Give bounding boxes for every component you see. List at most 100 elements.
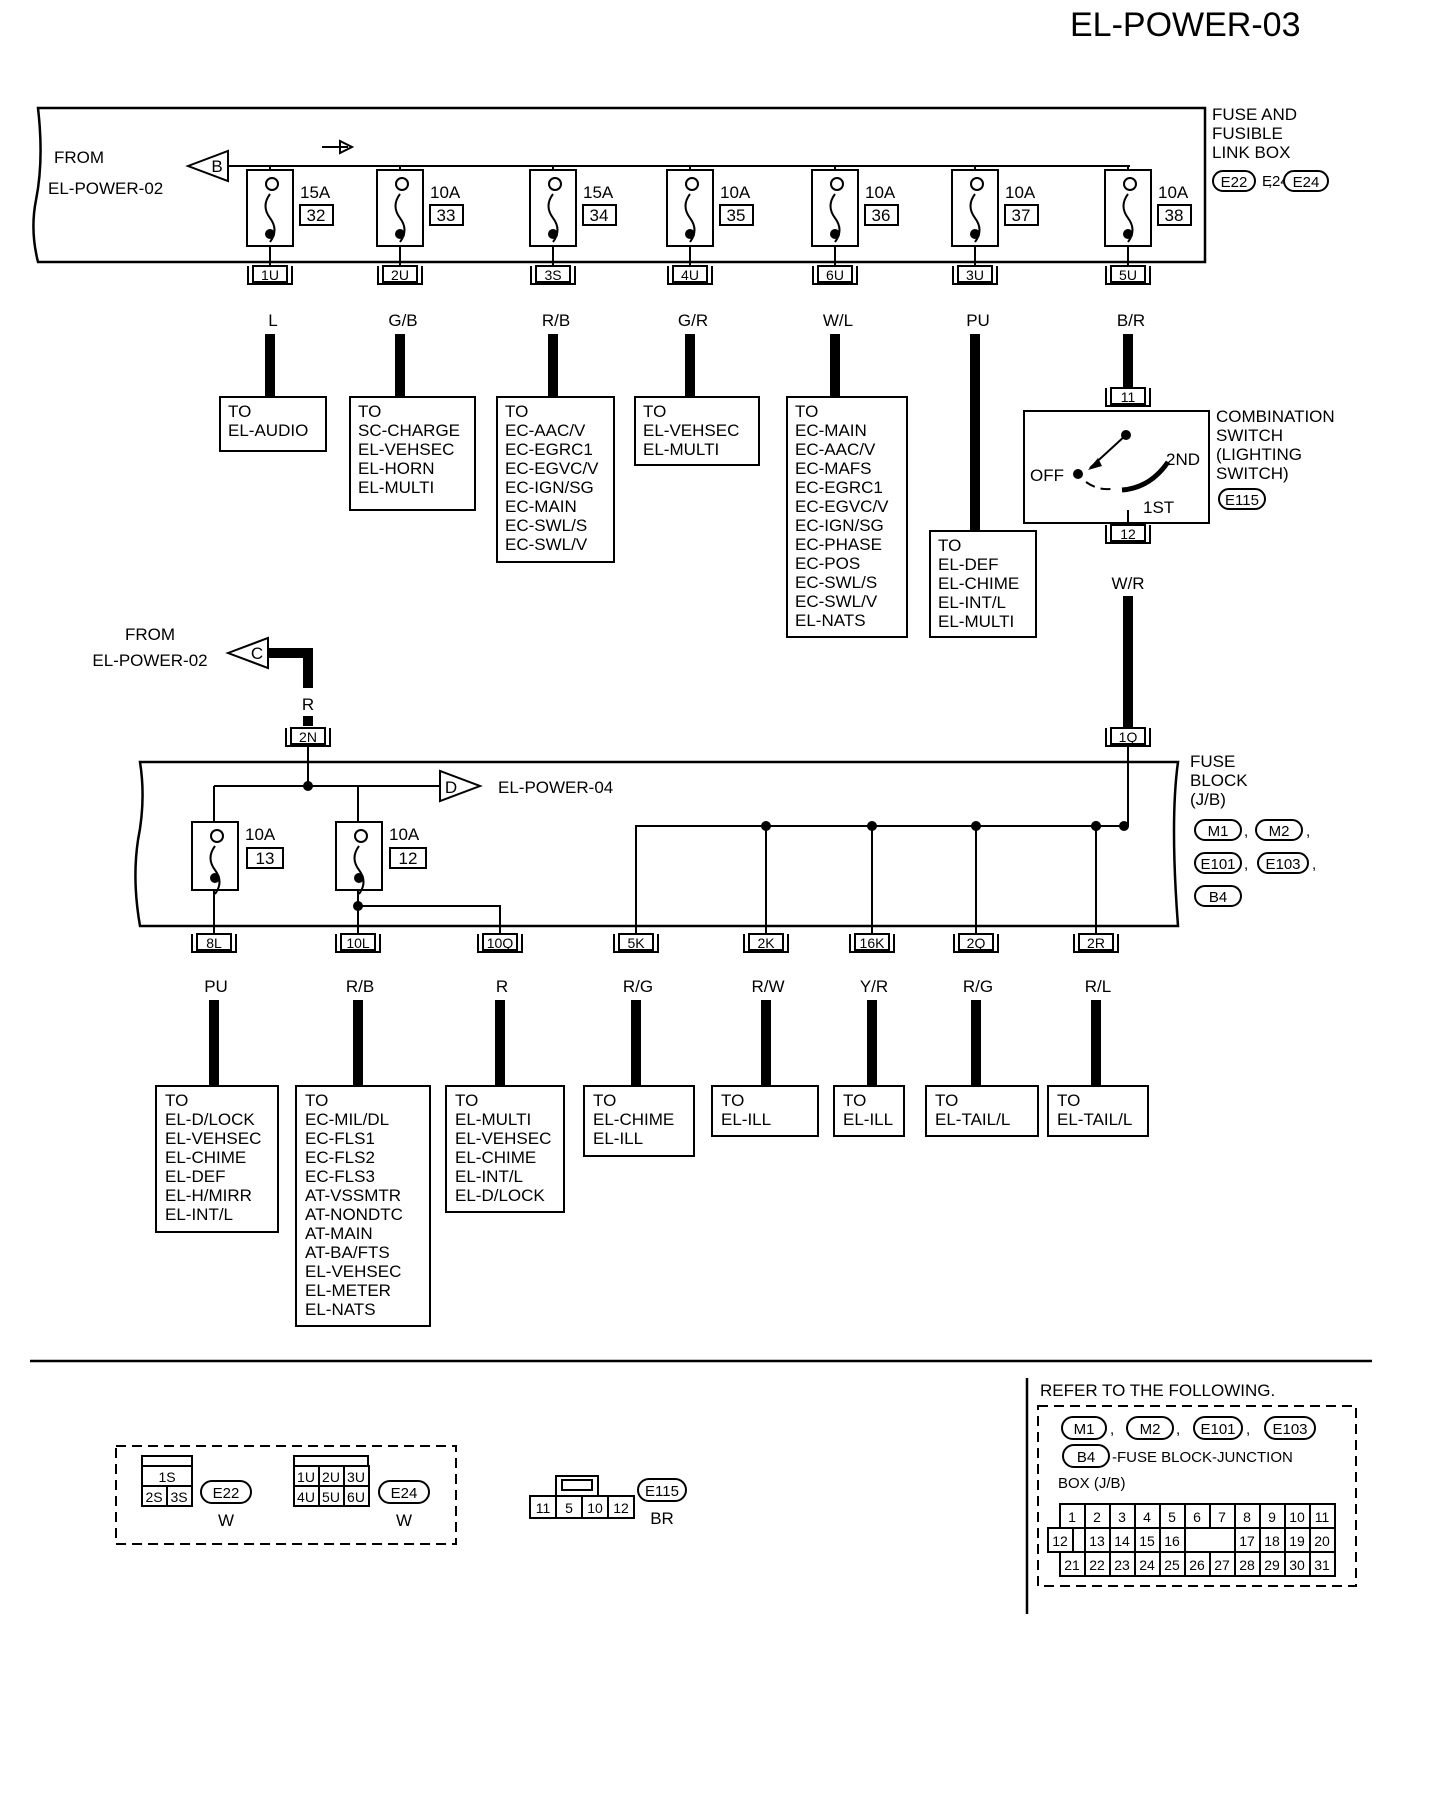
- jb-pin-label: 27: [1214, 1557, 1230, 1573]
- terminal-2Q-label: 2Q: [967, 935, 986, 951]
- e24-cell-label: 4U: [297, 1489, 315, 1505]
- fuse-rating: 10A: [720, 183, 751, 202]
- jb-pin-cell: [1234, 1551, 1261, 1577]
- destination-text: TO: [643, 402, 666, 421]
- refer-code-m2: M2: [1140, 1421, 1161, 1438]
- box-connector-e103-outline: [1257, 852, 1309, 874]
- fuse-35-terminal-top: [685, 177, 699, 191]
- destination-text: EL-INT/L: [455, 1167, 523, 1186]
- wire-color-3S: R/B: [542, 311, 570, 330]
- destination-text: EC-SWL/V: [505, 535, 588, 554]
- jb-pin-cell: [1184, 1551, 1211, 1577]
- fuse-number: 34: [590, 206, 609, 225]
- fuse-block-label-line: BLOCK: [1190, 771, 1248, 790]
- refer-desc2: BOX (J/B): [1058, 1475, 1126, 1492]
- combination-switch-label-line: (LIGHTING: [1216, 445, 1302, 464]
- destination-text: EC-SWL/V: [795, 592, 878, 611]
- jb-pin-label: 20: [1314, 1533, 1330, 1549]
- destination-text: EL-VEHSEC: [165, 1129, 261, 1148]
- e24-cell-label: 1U: [297, 1469, 315, 1485]
- to-label-d: EL-POWER-04: [498, 778, 613, 797]
- flow-arrow: [322, 139, 355, 155]
- e24-cell-label: 5U: [322, 1489, 340, 1505]
- fuse-12-terminal-bottom: [354, 873, 364, 883]
- terminal-2N-label-box: [290, 727, 326, 745]
- destination-text: SC-CHARGE: [358, 421, 460, 440]
- destination-box-4U: [634, 396, 760, 466]
- fuse-13-element: [209, 845, 221, 895]
- box-connector-e22: E22: [1221, 174, 1248, 191]
- destination-box-10Q: [445, 1085, 565, 1213]
- destination-text: EL-TAIL/L: [935, 1110, 1010, 1129]
- jb-pin-label: 1: [1068, 1509, 1076, 1525]
- switch-pos-1st: 1ST: [1143, 498, 1174, 517]
- jb-pin-cell: [1309, 1503, 1336, 1529]
- box-connector-m2-outline: [1255, 819, 1303, 841]
- fuse-number: 38: [1165, 206, 1184, 225]
- jb-pin-label: 12: [1052, 1533, 1068, 1549]
- terminal-5U-bracket: [1105, 266, 1151, 285]
- destination-text: EC-IGN/SG: [795, 516, 884, 535]
- destination-text: TO: [1057, 1091, 1080, 1110]
- destination-box-2R: [1047, 1085, 1149, 1137]
- comma-separator: ,: [1110, 1421, 1114, 1438]
- destination-text: EL-METER: [305, 1281, 391, 1300]
- fuse-36-terminal-bottom: [830, 229, 840, 239]
- terminal-3U-label-box: [957, 265, 993, 283]
- jb-pin-label: 3: [1118, 1509, 1126, 1525]
- fuse-number: 36: [872, 206, 891, 225]
- wire-color-16K: Y/R: [860, 977, 888, 996]
- switch-contact-1st: [1121, 460, 1171, 493]
- destination-text: TO: [228, 402, 251, 421]
- terminal-8L-bracket: [191, 934, 237, 953]
- destination-text: EL-CHIME: [593, 1110, 674, 1129]
- fuse-13-terminal-top: [210, 829, 224, 843]
- terminal-10Q-label: 10Q: [487, 935, 514, 951]
- fuse-12-element: [353, 845, 365, 895]
- wire-color-2K: R/W: [751, 977, 784, 996]
- e24-cell-label: 6U: [347, 1489, 365, 1505]
- terminal-2Q-bracket: [953, 934, 999, 953]
- destination-text: AT-VSSMTR: [305, 1186, 401, 1205]
- destination-text: EL-INT/L: [938, 593, 1006, 612]
- refer-heading: REFER TO THE FOLLOWING.: [1040, 1381, 1275, 1400]
- destination-box-3U: [929, 530, 1037, 638]
- e24-cell-label: 2U: [322, 1469, 340, 1485]
- destination-text: EL-HORN: [358, 459, 435, 478]
- jb-pin-label: 7: [1218, 1509, 1226, 1525]
- destination-text: EL-MULTI: [938, 612, 1014, 631]
- destination-text: EC-MAIN: [505, 497, 577, 516]
- terminal-2R-bracket: [1073, 934, 1119, 953]
- destination-text: AT-BA/FTS: [305, 1243, 390, 1262]
- jb-pin-cell: [1184, 1503, 1211, 1529]
- fuse-36-terminal-top: [830, 177, 844, 191]
- fuse-number-box: [1157, 204, 1192, 226]
- jb-pin-label: 22: [1089, 1557, 1105, 1573]
- jb-pin-label: 29: [1264, 1557, 1280, 1573]
- destination-text: EL-VEHSEC: [455, 1129, 551, 1148]
- destination-text: EL-MULTI: [455, 1110, 531, 1129]
- jb-pin-label: 10: [1289, 1509, 1305, 1525]
- fuse-number-box: [719, 204, 754, 226]
- jb-pin-label: 23: [1114, 1557, 1130, 1573]
- wire-color-5K: R/G: [623, 977, 653, 996]
- destination-text: TO: [938, 536, 961, 555]
- terminal-5U-label: 5U: [1119, 267, 1137, 283]
- destination-text: TO: [165, 1091, 188, 1110]
- jb-pin-label: 8: [1243, 1509, 1251, 1525]
- refer-code-b4: B4: [1077, 1449, 1095, 1466]
- terminal-10L-label: 10L: [346, 935, 370, 951]
- jb-pin-label: 18: [1264, 1533, 1280, 1549]
- destination-box-2U: [349, 396, 476, 511]
- fuse-number: 13: [256, 849, 275, 868]
- destination-text: EL-D/LOCK: [455, 1186, 545, 1205]
- e24-cell: [343, 1485, 370, 1507]
- e22-color: W: [218, 1511, 234, 1530]
- destination-box-1U: [219, 396, 327, 452]
- destination-text: EC-EGRC1: [505, 440, 593, 459]
- e115-name: E115: [645, 1483, 679, 1500]
- jb-pin-label: 30: [1289, 1557, 1305, 1573]
- refer-desc: -FUSE BLOCK-JUNCTION: [1112, 1449, 1293, 1466]
- e22-cell: [166, 1485, 193, 1507]
- destination-text: TO: [593, 1091, 616, 1110]
